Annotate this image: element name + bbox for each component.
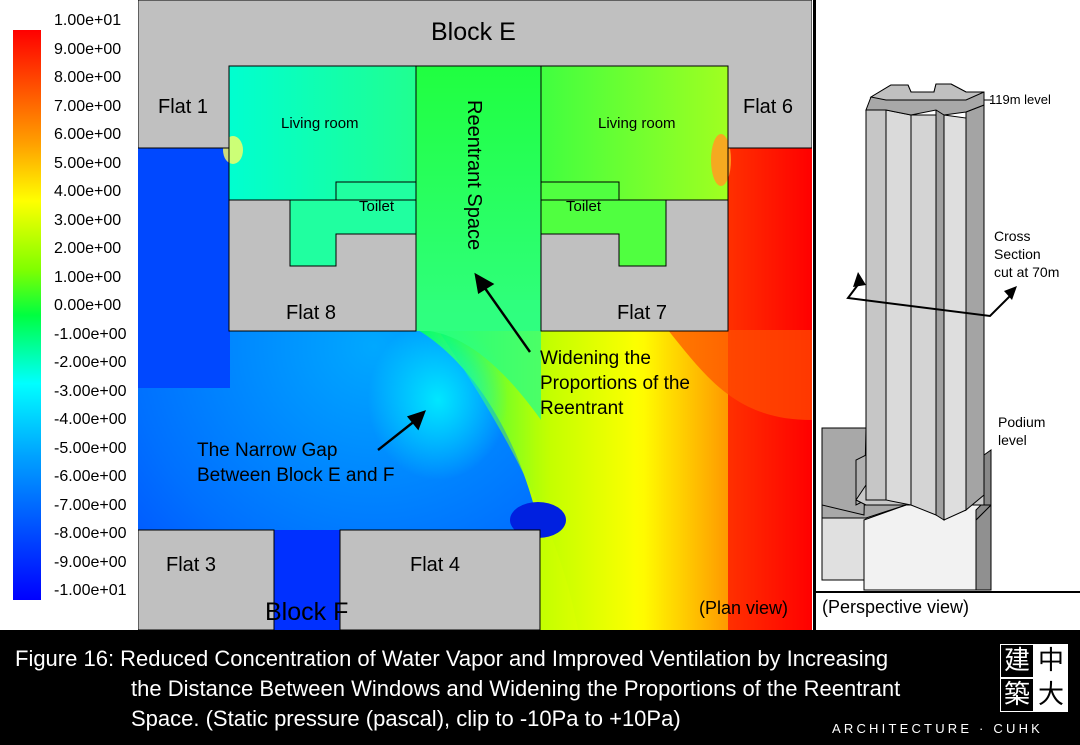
- legend-tick-label: -8.00e+00: [54, 525, 127, 542]
- legend-tick-label: 1.00e+00: [54, 268, 122, 286]
- flat-7-label: Flat 7: [617, 302, 668, 324]
- cuhk-logo: 建 中 築 大: [1000, 644, 1068, 712]
- reentrant-space-label: Reentrant Space: [463, 100, 485, 251]
- legend-tick-label: -5.00e+00: [54, 439, 127, 457]
- legend-tick-label: 6.00e+00: [54, 126, 122, 143]
- block-e-label: Block E: [431, 18, 516, 46]
- legend-tick-label: 1.00e+01: [54, 12, 122, 29]
- pressure-contour-plot: [138, 0, 812, 630]
- legend-tick-label: 8.00e+00: [54, 69, 122, 86]
- logo-wordmark: ARCHITECTURE · CUHK: [832, 721, 1044, 736]
- legend-tick-label: -3.00e+00: [54, 382, 127, 400]
- annotation-widening: Widening the Proportions of the Reentran…: [540, 348, 690, 419]
- flat-3-outline: [138, 529, 275, 630]
- legend-gradient-bar: [13, 30, 41, 600]
- legend-tick-label: 3.00e+00: [54, 211, 122, 229]
- perspective-baseline: [816, 591, 1080, 593]
- legend-tick-label: -6.00e+00: [54, 468, 127, 485]
- legend-tick-label: -4.00e+00: [54, 411, 127, 428]
- legend-tick-label: 9.00e+00: [54, 40, 122, 58]
- legend-tick-label: -1.00e+01: [54, 582, 127, 599]
- legend-tick-label: 0.00e+00: [54, 297, 122, 314]
- toilet-left-label: Toilet: [359, 198, 395, 215]
- caption-line-3: Space. (Static pressure (pascal), clip t…: [131, 706, 681, 731]
- flat-6-label: Flat 6: [743, 96, 794, 118]
- flat-8-label: Flat 8: [286, 302, 337, 324]
- caption-line-2: the Distance Between Windows and Widenin…: [131, 676, 901, 701]
- logo-char-4: 大: [1034, 678, 1068, 712]
- legend-tick-label: -7.00e+00: [54, 496, 127, 514]
- legend-tick-label: 5.00e+00: [54, 154, 122, 172]
- perspective-view-label: (Perspective view): [822, 597, 970, 617]
- perspective-view: 119m level Cross Section cut at 70m Podi…: [816, 0, 1080, 630]
- plan-view-label: (Plan view): [699, 598, 789, 618]
- podium-level-label: Podium level: [998, 414, 1046, 448]
- logo-char-1: 建: [1000, 644, 1034, 678]
- tower-perspective-drawing: [821, 83, 1017, 591]
- legend-tick-label: 7.00e+00: [54, 97, 122, 115]
- flat-3-label: Flat 3: [166, 554, 217, 576]
- annotation-narrow-gap: The Narrow Gap Between Block E and F: [197, 440, 395, 486]
- figure-caption: Figure 16: Reduced Concentration of Wate…: [0, 630, 1080, 745]
- plan-view: Block E Flat 1 Flat 6 Living room Living…: [138, 0, 812, 630]
- legend-colorbar: [13, 30, 41, 600]
- legend-tick-label: -2.00e+00: [54, 354, 127, 371]
- toilet-right-label: Toilet: [566, 198, 602, 215]
- legend-tick-label: 2.00e+00: [54, 240, 122, 257]
- cross-section-label: Cross Section cut at 70m: [994, 228, 1060, 280]
- living-room-left-label: Living room: [281, 115, 359, 132]
- figure-canvas: 1.00e+01 9.00e+00 8.00e+00 7.00e+00 6.00e+00…: [0, 0, 1080, 630]
- caption-line-1: Figure 16: Reduced Concentration of Wate…: [15, 646, 889, 671]
- flat-8-outline: [228, 199, 417, 332]
- flat-1-label: Flat 1: [158, 96, 209, 118]
- block-f-label: Block F: [265, 598, 349, 626]
- legend-tick-label: -9.00e+00: [54, 553, 127, 571]
- legend-tick-label: -1.00e+00: [54, 325, 127, 343]
- logo-char-3: 築: [1000, 678, 1034, 712]
- panel-divider: [813, 0, 816, 630]
- flat-4-label: Flat 4: [410, 554, 461, 576]
- living-room-right-label: Living room: [598, 115, 676, 132]
- level-119-label: 119m level: [989, 92, 1051, 107]
- flat-4-outline: [339, 529, 541, 630]
- logo-char-2: 中: [1034, 644, 1068, 678]
- legend-tick-label: 4.00e+00: [54, 183, 122, 200]
